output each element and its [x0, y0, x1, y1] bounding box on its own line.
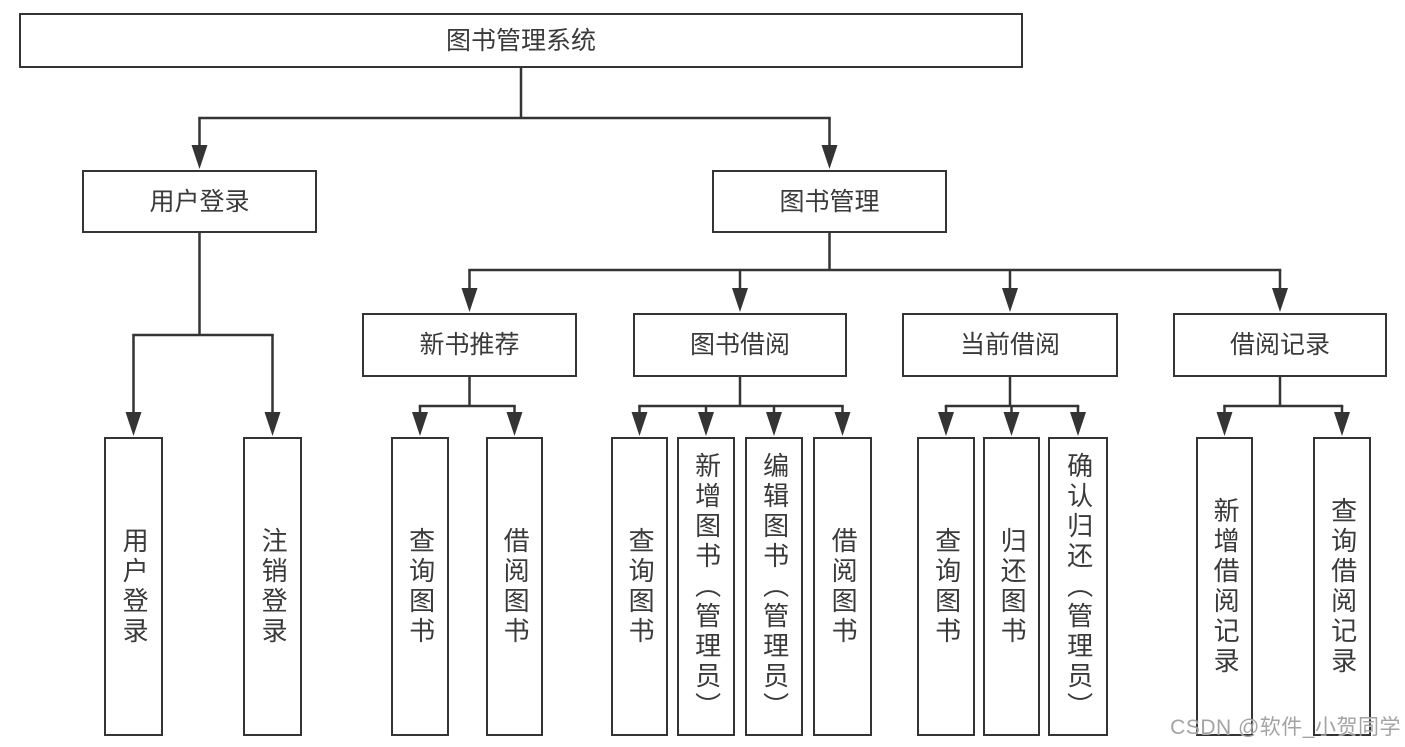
node-bb-edit-book: 编辑图书（管理员）: [745, 437, 803, 736]
node-new-book-rec: 新书推荐: [362, 313, 577, 377]
edge-new-book-rec-rec-borrow-book: [506, 406, 523, 436]
edge-book-mgmt-current-borrow: [1002, 270, 1018, 312]
node-bb-add-book: 新增图书（管理员）: [677, 437, 735, 736]
edges-from-new-book-rec: [412, 377, 523, 436]
node-br-query-record: 查询借阅记录: [1313, 437, 1371, 736]
node-logout-leaf: 注销登录: [243, 437, 302, 736]
node-book-mgmt: 图书管理: [712, 170, 947, 233]
edge-new-book-rec-rec-query-book: [412, 406, 428, 436]
node-current-borrow: 当前借阅: [902, 313, 1118, 377]
node-login-leaf: 用户登录: [104, 437, 163, 736]
node-cb-return-book: 归还图书: [983, 437, 1040, 736]
edge-root-user-login: [191, 118, 208, 169]
edge-book-mgmt-new-book-rec: [461, 270, 478, 312]
edges-from-current-borrow: [938, 377, 1086, 436]
node-borrow-record: 借阅记录: [1173, 313, 1387, 377]
edge-user-login-login-leaf: [125, 335, 142, 436]
edges-from-book-mgmt: [461, 233, 1288, 312]
edge-root-book-mgmt: [821, 118, 838, 169]
edges-from-borrow-record: [1216, 377, 1350, 436]
edge-book-borrow-bb-borrow-book: [834, 406, 851, 436]
node-cb-query-book: 查询图书: [917, 437, 975, 736]
edge-user-login-logout-leaf: [264, 335, 281, 436]
node-rec-borrow-book: 借阅图书: [486, 437, 543, 736]
edges-from-book-borrow: [631, 377, 851, 436]
edge-book-borrow-bb-add-book: [698, 406, 714, 436]
edge-book-mgmt-borrow-record: [1272, 270, 1288, 312]
node-root: 图书管理系统: [19, 13, 1023, 68]
edge-current-borrow-cb-confirm-return: [1070, 406, 1086, 436]
edge-book-mgmt-book-borrow: [732, 270, 748, 312]
node-book-borrow: 图书借阅: [633, 313, 847, 377]
node-br-add-record: 新增借阅记录: [1196, 437, 1253, 736]
edge-borrow-record-br-query-record: [1334, 406, 1350, 436]
node-bb-borrow-book: 借阅图书: [813, 437, 872, 736]
edge-borrow-record-br-add-record: [1216, 406, 1233, 436]
edge-current-borrow-cb-return-book: [1003, 406, 1020, 436]
edge-book-borrow-bb-edit-book: [766, 406, 782, 436]
node-rec-query-book: 查询图书: [391, 437, 449, 736]
csdn-watermark: CSDN @软件_小贺同学: [1170, 716, 1401, 739]
edge-current-borrow-cb-query-book: [938, 406, 954, 436]
edge-book-borrow-bb-query-book: [631, 406, 648, 436]
edges-from-user-login: [125, 233, 281, 436]
node-user-login: 用户登录: [82, 170, 317, 233]
node-bb-query-book: 查询图书: [611, 437, 668, 736]
node-cb-confirm-return: 确认归还（管理员）: [1048, 437, 1108, 736]
edges-from-root: [191, 68, 838, 169]
